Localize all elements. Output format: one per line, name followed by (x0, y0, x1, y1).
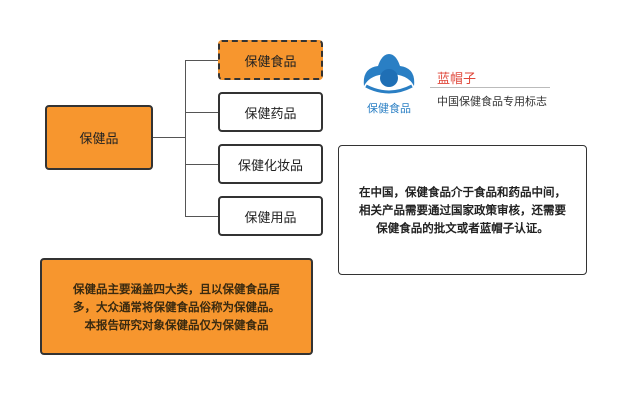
connector (185, 164, 218, 165)
bottom-note: 保健品主要涵盖四大类，且以保健食品居多，大众通常将保健食品俗称为保健品。本报告研… (40, 258, 313, 355)
child-label: 保健药品 (244, 106, 297, 122)
child-node-cosmetics: 保健化妆品 (218, 144, 323, 184)
child-label: 保健化妆品 (237, 158, 303, 174)
note-line: 本报告研究对象保健品仅为保健食品 (84, 317, 269, 332)
connector (153, 137, 185, 138)
blue-hat-logo: 保健食品 (358, 52, 420, 115)
logo-divider (430, 87, 550, 88)
child-node-food: 保健食品 (218, 40, 323, 80)
root-node: 保健品 (45, 105, 153, 170)
note-line: 保健食品的批文或者蓝帽子认证。 (376, 221, 549, 235)
note-line: 多，大众通常将保健食品俗称为保健品。 (73, 299, 280, 314)
child-node-medicine: 保健药品 (218, 92, 323, 132)
connector (185, 112, 218, 113)
child-label: 保健用品 (244, 210, 297, 226)
logo-caption: 保健食品 (367, 102, 411, 115)
logo-title: 蓝帽子 (437, 72, 477, 87)
note-line: 在中国，保健食品介于食品和药品中间， (359, 185, 566, 199)
connector (185, 60, 186, 216)
root-label: 保健品 (79, 132, 119, 147)
connector (185, 216, 218, 217)
child-node-supplies: 保健用品 (218, 196, 323, 236)
logo-subtitle: 中国保健食品专用标志 (437, 95, 547, 108)
note-line: 相关产品需要通过国家政策审核，还需要 (359, 203, 566, 217)
connector (185, 60, 218, 61)
child-label: 保健食品 (244, 54, 297, 70)
right-note: 在中国，保健食品介于食品和药品中间， 相关产品需要通过国家政策审核，还需要保健食品… (338, 145, 587, 275)
blue-hat-icon (363, 54, 415, 94)
note-line: 保健品主要涵盖四大类，且以保健食品居 (73, 281, 280, 296)
